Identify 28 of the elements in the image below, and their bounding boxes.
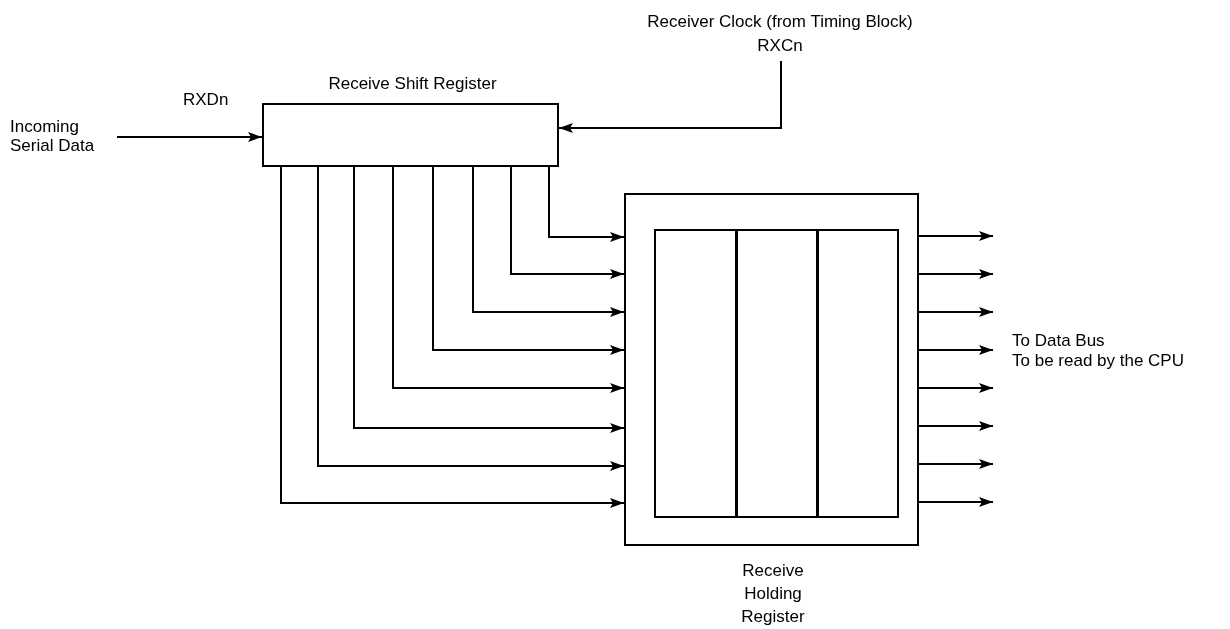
arrow xyxy=(918,383,994,393)
output-arrow xyxy=(918,497,994,507)
output-arrow xyxy=(918,269,994,279)
arrow xyxy=(548,166,625,242)
arrow xyxy=(918,345,994,355)
arrow xyxy=(558,60,782,133)
arrow xyxy=(432,166,625,355)
register-cell xyxy=(654,229,737,518)
output-arrow xyxy=(918,421,994,431)
register-label: Receive Holding Register xyxy=(740,560,806,628)
signal-label: To be read by the CPU xyxy=(1012,351,1185,370)
output-arrow xyxy=(918,231,994,241)
signal-label: To Data Bus xyxy=(1012,331,1106,350)
arrow xyxy=(116,132,263,142)
arrow xyxy=(918,307,994,317)
signal-label: Incoming Serial Data xyxy=(10,117,96,155)
arrow xyxy=(472,166,625,317)
register-cell xyxy=(817,229,899,518)
arrow xyxy=(510,166,625,279)
register-cell xyxy=(736,229,818,518)
register-label: Receive Shift Register xyxy=(327,74,498,93)
arrow xyxy=(392,166,625,393)
output-arrow xyxy=(918,459,994,469)
arrow xyxy=(353,166,625,433)
signal-label: RXCn xyxy=(756,36,804,55)
signal-label: Receiver Clock (from Timing Block) xyxy=(646,12,914,31)
arrow xyxy=(317,166,625,471)
arrow xyxy=(280,166,625,508)
